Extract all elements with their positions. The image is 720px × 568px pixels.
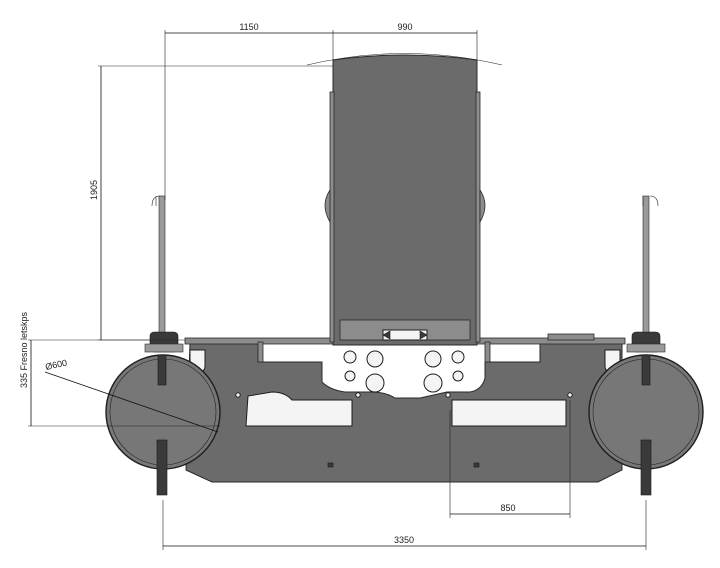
dimension-top-left: 1150 (164, 22, 334, 200)
panel-left-rail (329, 91, 335, 343)
right-clamp-bar (626, 343, 666, 353)
right-step-plate (547, 333, 595, 341)
left-clamp-bar (144, 343, 184, 353)
panel-top-curve (306, 53, 503, 66)
dimension-wheel-height: 335 Fresno letskps (19, 311, 220, 427)
hole-5 (424, 350, 442, 368)
left-hub-upper (157, 354, 167, 386)
panel-left-bulge (324, 188, 331, 224)
bolt-left (235, 392, 241, 398)
tab-left (257, 341, 264, 363)
left-cutout (245, 391, 353, 427)
left-post (158, 195, 166, 343)
tab-right (484, 341, 491, 363)
right-wheel-assembly (588, 195, 704, 496)
hole-2 (366, 350, 384, 368)
right-hub-lower (640, 439, 652, 496)
dim-990-label: 990 (397, 22, 412, 32)
slot-left (327, 462, 334, 468)
arrow-right-icon (419, 330, 428, 340)
panel-right-rail (475, 91, 481, 343)
dimension-lower-width: 850 (449, 400, 571, 518)
dim-335-label: 335 Fresno letskps (19, 311, 29, 388)
left-wheel-assembly (105, 195, 221, 496)
panel-body (332, 54, 478, 346)
bolt-center-left (355, 392, 361, 398)
right-hub-upper (641, 354, 651, 386)
dim-diameter-label: Ø600 (44, 358, 68, 372)
chassis-body (185, 342, 623, 483)
dimension-overall-width: 3350 (162, 500, 647, 550)
bolt-right (567, 392, 573, 398)
hole-8 (452, 370, 464, 382)
hole-7 (423, 373, 443, 393)
hole-1 (343, 350, 357, 364)
dim-1150-label: 1150 (239, 22, 258, 32)
panel-right-bulge (479, 188, 486, 224)
slot-right (473, 462, 480, 468)
hole-3 (344, 370, 356, 382)
bolt-center-right (445, 392, 451, 398)
left-post-hook (151, 195, 161, 207)
dimension-diameter: Ø600 (44, 358, 219, 433)
right-cutout (451, 399, 567, 427)
left-hub-lower (156, 439, 168, 496)
hole-4 (365, 373, 385, 393)
chassis (184, 333, 626, 483)
upright-panel (306, 53, 503, 346)
hole-6 (451, 350, 465, 364)
dim-1905-label: 1905 (89, 180, 99, 200)
dimension-height: 1905 (89, 65, 333, 341)
dim-850-label: 850 (500, 503, 515, 513)
arrow-left-icon (382, 330, 391, 340)
right-post (642, 195, 650, 343)
right-post-hook (642, 195, 659, 207)
dim-3350-label: 3350 (394, 535, 414, 545)
dimension-top-right: 990 (333, 22, 478, 60)
